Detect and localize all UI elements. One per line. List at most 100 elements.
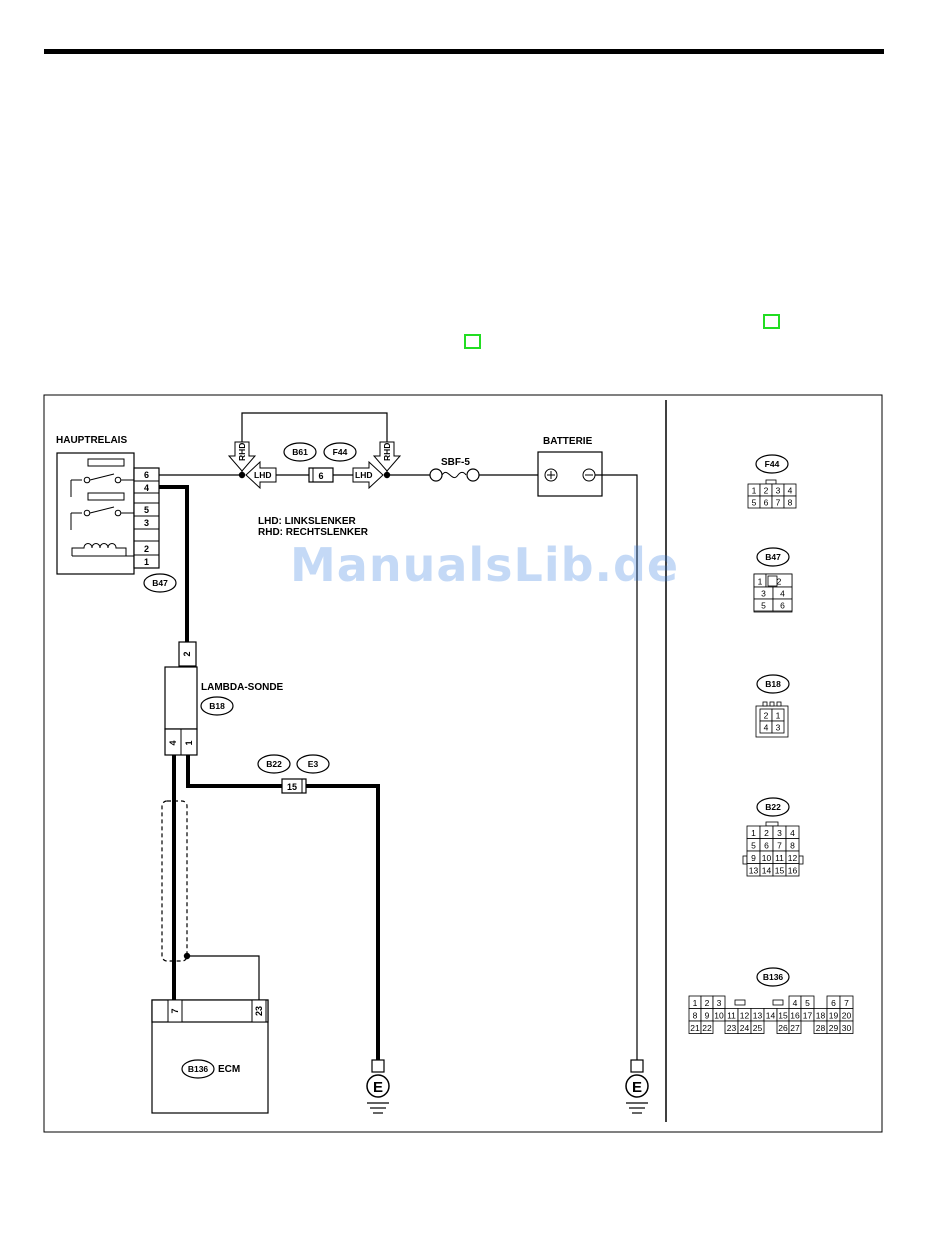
lambda-pin-bottom: 1 bbox=[184, 740, 194, 745]
lhd-tag: LHD bbox=[355, 470, 372, 480]
shield-wire bbox=[161, 800, 188, 962]
inline-pin-f44: 6 bbox=[318, 471, 323, 481]
main-relay: HAUPTRELAIS bbox=[56, 435, 177, 593]
legend-lhd: LHD: LINKSLENKER bbox=[258, 516, 357, 527]
connector-b136-pin: 6 bbox=[831, 998, 836, 1008]
connector-b22-pin: 12 bbox=[788, 853, 798, 863]
connector-b22-pin: 7 bbox=[777, 841, 782, 851]
ecm-pin: 7 bbox=[170, 1008, 180, 1013]
connector-b18-pin: 3 bbox=[776, 723, 781, 733]
connector-b136-pin: 7 bbox=[844, 998, 849, 1008]
ground-symbol-label: E bbox=[632, 1079, 642, 1096]
ecm-pin: 23 bbox=[254, 1006, 264, 1016]
connector-view-tag-b18: B18 bbox=[765, 679, 781, 689]
connector-tag-b136: B136 bbox=[188, 1064, 209, 1074]
connector-b136-pin: 2 bbox=[705, 998, 710, 1008]
connector-b22-pin: 8 bbox=[790, 841, 795, 851]
connector-tag-e3: E3 bbox=[308, 759, 319, 769]
ground-left: E bbox=[366, 1059, 390, 1114]
connector-b136-pin: 10 bbox=[714, 1011, 724, 1021]
connector-view-tag-f44: F44 bbox=[765, 459, 780, 469]
connector-f44-pin: 8 bbox=[788, 498, 793, 508]
ground-icon bbox=[625, 1074, 649, 1098]
lambda-pin-bottom: 4 bbox=[168, 740, 178, 745]
connector-b136-pin: 27 bbox=[790, 1023, 800, 1033]
connector-b136-pin: 5 bbox=[805, 998, 810, 1008]
connector-b22-pin: 1 bbox=[751, 828, 756, 838]
connector-b136-pin: 13 bbox=[753, 1011, 763, 1021]
connector-view-tag-b136: B136 bbox=[763, 972, 784, 982]
fuse-icon bbox=[429, 468, 443, 482]
connector-b22-pin: 2 bbox=[764, 828, 769, 838]
connector-b136-pin: 25 bbox=[753, 1023, 763, 1033]
fuse-label: SBF-5 bbox=[441, 457, 470, 468]
connector-b18-pin: 2 bbox=[764, 711, 769, 721]
connector-b136-pin: 12 bbox=[740, 1011, 750, 1021]
power-circuit: RHD LHD 6 B61 F44 LHD RHD LHD: LINKSLENK… bbox=[159, 412, 638, 1060]
connector-b136-pin: 18 bbox=[816, 1011, 826, 1021]
connector-f44-pin: 2 bbox=[764, 486, 769, 496]
connector-b47-pin: 4 bbox=[780, 589, 785, 599]
connector-f44-pin: 5 bbox=[752, 498, 757, 508]
connector-f44-pin: 6 bbox=[764, 498, 769, 508]
connector-b136-pin: 30 bbox=[842, 1023, 852, 1033]
connector-b47-pin: 3 bbox=[761, 589, 766, 599]
connector-b136-pin: 19 bbox=[829, 1011, 839, 1021]
connector-view-tag-b47: B47 bbox=[765, 552, 781, 562]
connector-b136-pin: 17 bbox=[803, 1011, 813, 1021]
lambda-pin-top: 2 bbox=[182, 651, 192, 656]
diagram-frame bbox=[43, 394, 883, 1133]
connector-b136-pin: 20 bbox=[842, 1011, 852, 1021]
main-relay-label: HAUPTRELAIS bbox=[56, 435, 127, 446]
ecm: 7 23 B136 ECM bbox=[151, 999, 269, 1114]
connector-tag-f44: F44 bbox=[333, 447, 348, 457]
connector-b136-pin: 8 bbox=[693, 1011, 698, 1021]
ecm-label: ECM bbox=[218, 1064, 240, 1075]
connector-b22-pin: 13 bbox=[749, 866, 759, 876]
connector-b136-pin: 15 bbox=[778, 1011, 788, 1021]
rhd-tag: RHD bbox=[237, 443, 247, 461]
connector-f44-pin: 7 bbox=[776, 498, 781, 508]
connector-b136-pin: 22 bbox=[702, 1023, 712, 1033]
ground-icon bbox=[366, 1074, 390, 1098]
connector-tag-b18: B18 bbox=[209, 701, 225, 711]
highlight-box-right bbox=[763, 314, 780, 329]
connector-b22-pin: 4 bbox=[790, 828, 795, 838]
connector-b47-pin: 6 bbox=[780, 601, 785, 611]
connector-b18-pin: 1 bbox=[776, 711, 781, 721]
connector-b136-pin: 28 bbox=[816, 1023, 826, 1033]
connector-b22-pin: 6 bbox=[764, 841, 769, 851]
legend-rhd: RHD: RECHTSLENKER bbox=[258, 527, 369, 538]
connector-b22-pin: 10 bbox=[762, 853, 772, 863]
ground-right: E bbox=[625, 1059, 649, 1114]
connector-b136-pin: 23 bbox=[727, 1023, 737, 1033]
connector-b136-pin: 21 bbox=[690, 1023, 700, 1033]
connector-b136-pin: 1 bbox=[693, 998, 698, 1008]
connector-b22-pin: 16 bbox=[788, 866, 798, 876]
connector-f44-pin: 1 bbox=[752, 486, 757, 496]
connector-b136-pin: 3 bbox=[717, 998, 722, 1008]
connector-b22-pin: 11 bbox=[775, 853, 784, 863]
watermark: ManualsLib.de bbox=[290, 538, 680, 592]
connector-b22-pin: 15 bbox=[775, 866, 785, 876]
connector-b22-pin: 14 bbox=[762, 866, 772, 876]
rhd-tag: RHD bbox=[382, 443, 392, 461]
connector-tag-b22: B22 bbox=[266, 759, 282, 769]
inline-pin-b22: 15 bbox=[287, 782, 297, 792]
connector-view-tag-b22: B22 bbox=[765, 802, 781, 812]
connector-tag-b47: B47 bbox=[152, 578, 168, 588]
lhd-tag: LHD bbox=[254, 470, 271, 480]
connector-f44-pin: 3 bbox=[776, 486, 781, 496]
connector-b22-pin: 9 bbox=[751, 853, 756, 863]
ground-symbol-label: E bbox=[373, 1079, 383, 1096]
relay-pin: 3 bbox=[144, 518, 149, 528]
connector-b136-pin: 14 bbox=[766, 1011, 776, 1021]
connector-b136-pin: 11 bbox=[727, 1011, 736, 1021]
connector-b22-pin: 5 bbox=[751, 841, 756, 851]
lambda-circuit: 2 LAMBDA-SONDE B18 4 1 15 B22 E3 bbox=[159, 485, 380, 1060]
connector-b136-pin: 9 bbox=[705, 1011, 710, 1021]
connector-b47-pin: 1 bbox=[758, 577, 763, 587]
